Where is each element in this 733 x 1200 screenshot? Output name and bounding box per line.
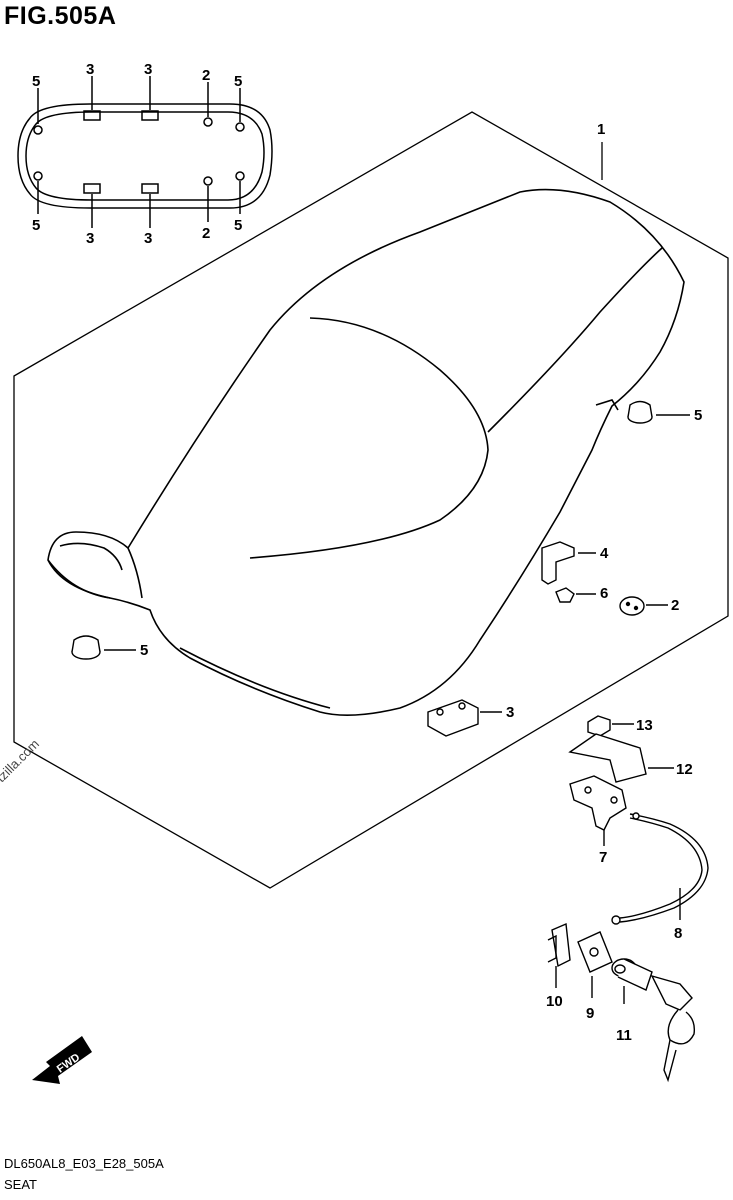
bracket-nut — [555, 587, 596, 603]
seat-bracket — [541, 541, 596, 585]
callout-3: 3 — [86, 230, 94, 247]
figure-subtitle: SEAT — [4, 1177, 37, 1192]
callout-3: 3 — [144, 61, 152, 78]
figure-title: FIG.505A — [4, 2, 117, 30]
callout-13: 13 — [636, 717, 653, 734]
seat-underside-view — [17, 76, 273, 228]
callout-5: 5 — [32, 73, 40, 90]
seat-damper — [619, 596, 668, 616]
rubber-cushion-right — [627, 400, 690, 424]
callout-3: 3 — [506, 704, 514, 721]
callout-5: 5 — [234, 73, 242, 90]
callout-2: 2 — [202, 225, 210, 242]
callout-5: 5 — [694, 407, 702, 424]
retainer-clip — [547, 922, 571, 988]
seat-buffer-block — [427, 699, 502, 737]
callout-8: 8 — [674, 925, 682, 942]
callout-3: 3 — [144, 230, 152, 247]
callout-10: 10 — [546, 993, 563, 1010]
lock-holder — [577, 931, 613, 998]
callout-2: 2 — [671, 597, 679, 614]
callout-5: 5 — [234, 217, 242, 234]
assembly-frame — [13, 111, 729, 889]
lock-nut — [587, 715, 634, 737]
callout-11: 11 — [616, 1027, 632, 1044]
fwd-arrow: FWD — [32, 1036, 92, 1084]
callout-4: 4 — [600, 545, 609, 562]
callout-5: 5 — [140, 642, 148, 659]
seat-latch — [569, 775, 627, 846]
callout-5: 5 — [32, 217, 40, 234]
callout-1: 1 — [597, 121, 605, 138]
callout-2: 2 — [202, 67, 210, 84]
callout-3: 3 — [86, 61, 94, 78]
rubber-cushion-left — [71, 635, 136, 660]
callout-6: 6 — [600, 585, 608, 602]
lock-cylinder-set — [611, 958, 696, 1083]
callout-9: 9 — [586, 1005, 594, 1022]
seat-body — [47, 188, 685, 716]
callout-7: 7 — [599, 849, 607, 866]
lock-plate — [568, 733, 674, 783]
seat-lock-cable — [611, 812, 709, 925]
callout-12: 12 — [676, 761, 693, 778]
drawing-code: DL650AL8_E03_E28_505A — [4, 1156, 164, 1171]
